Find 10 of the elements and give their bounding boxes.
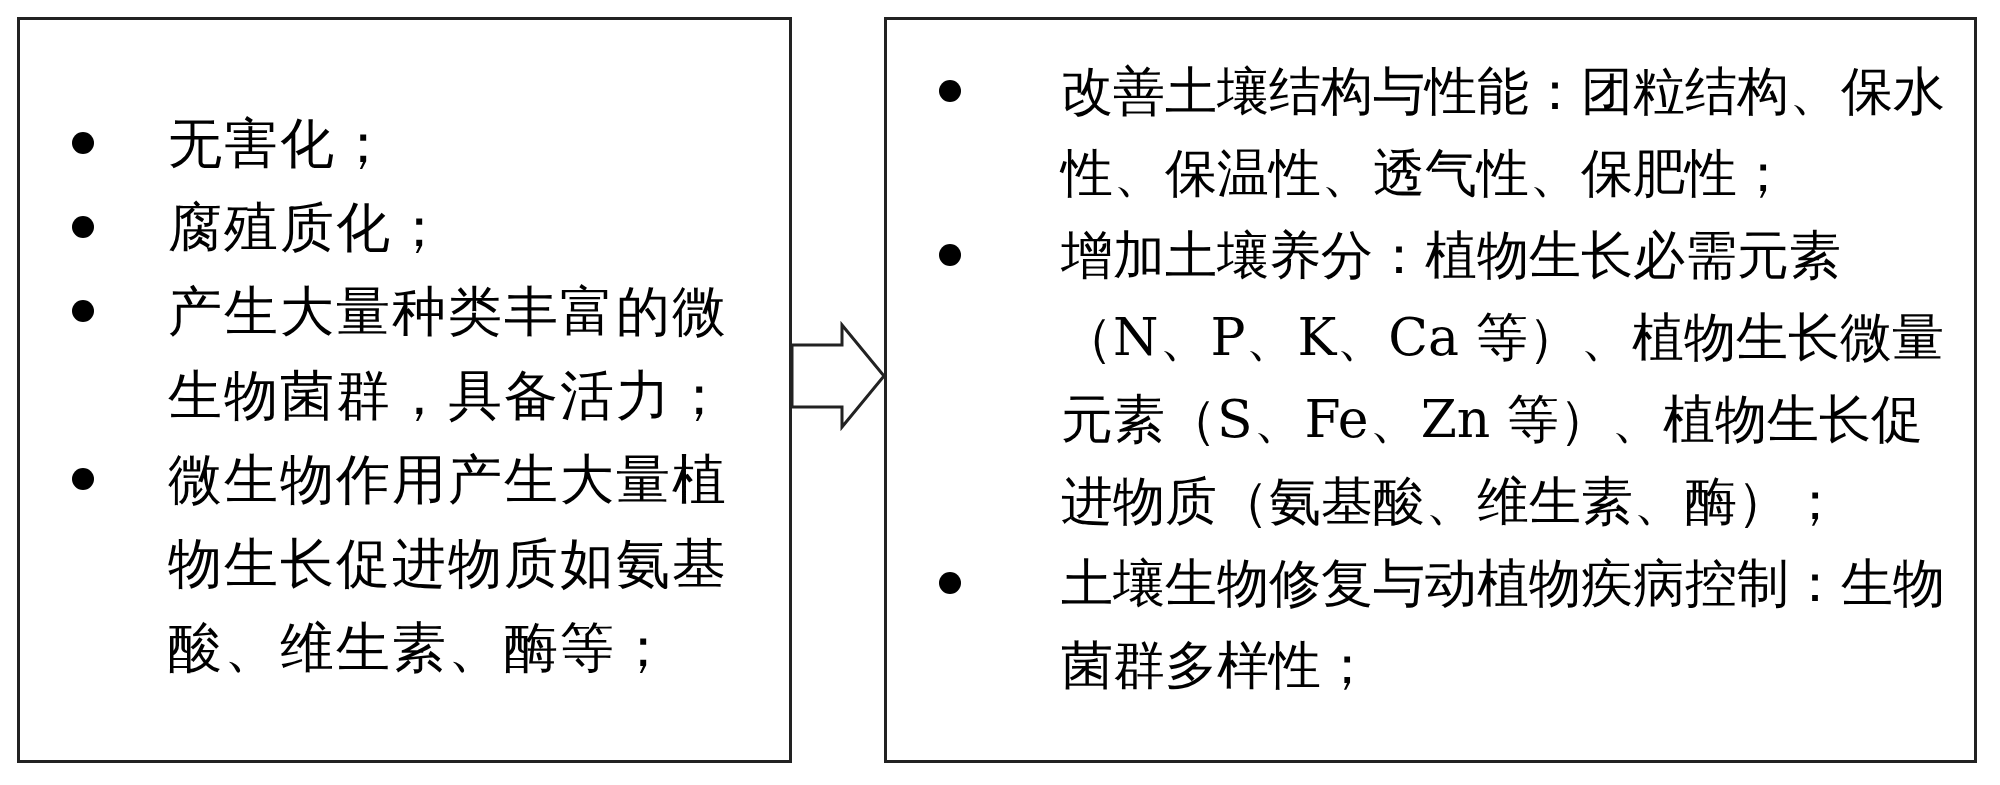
bullet-text: 增加土壤养分：植物生长必需元素（N、P、K、Ca 等）、植物生长微量元素（S、Fe、Zn 等）、植物生长促进物质（氨基酸、维生素、酶）； bbox=[1061, 224, 1945, 533]
bullet-text: 微生物作用产生大量植物生长促进物质如氨基酸、维生素、酶等； bbox=[168, 447, 729, 681]
bullet-text: 产生大量种类丰富的微生物菌群，具备活力； bbox=[168, 279, 729, 429]
block-arrow bbox=[790, 320, 886, 432]
text-box bbox=[17, 17, 792, 763]
bullet-text: 无害化； bbox=[168, 111, 393, 177]
bullet-text: 改善土壤结构与性能：团粒结构、保水性、保温性、透气性、保肥性； bbox=[1061, 60, 1946, 205]
text-box bbox=[884, 17, 1977, 763]
bullet-text: 土壤生物修复与动植物疾病控制：生物菌群多样性； bbox=[1061, 552, 1946, 697]
bullet-text: 腐殖质化； bbox=[168, 195, 449, 261]
